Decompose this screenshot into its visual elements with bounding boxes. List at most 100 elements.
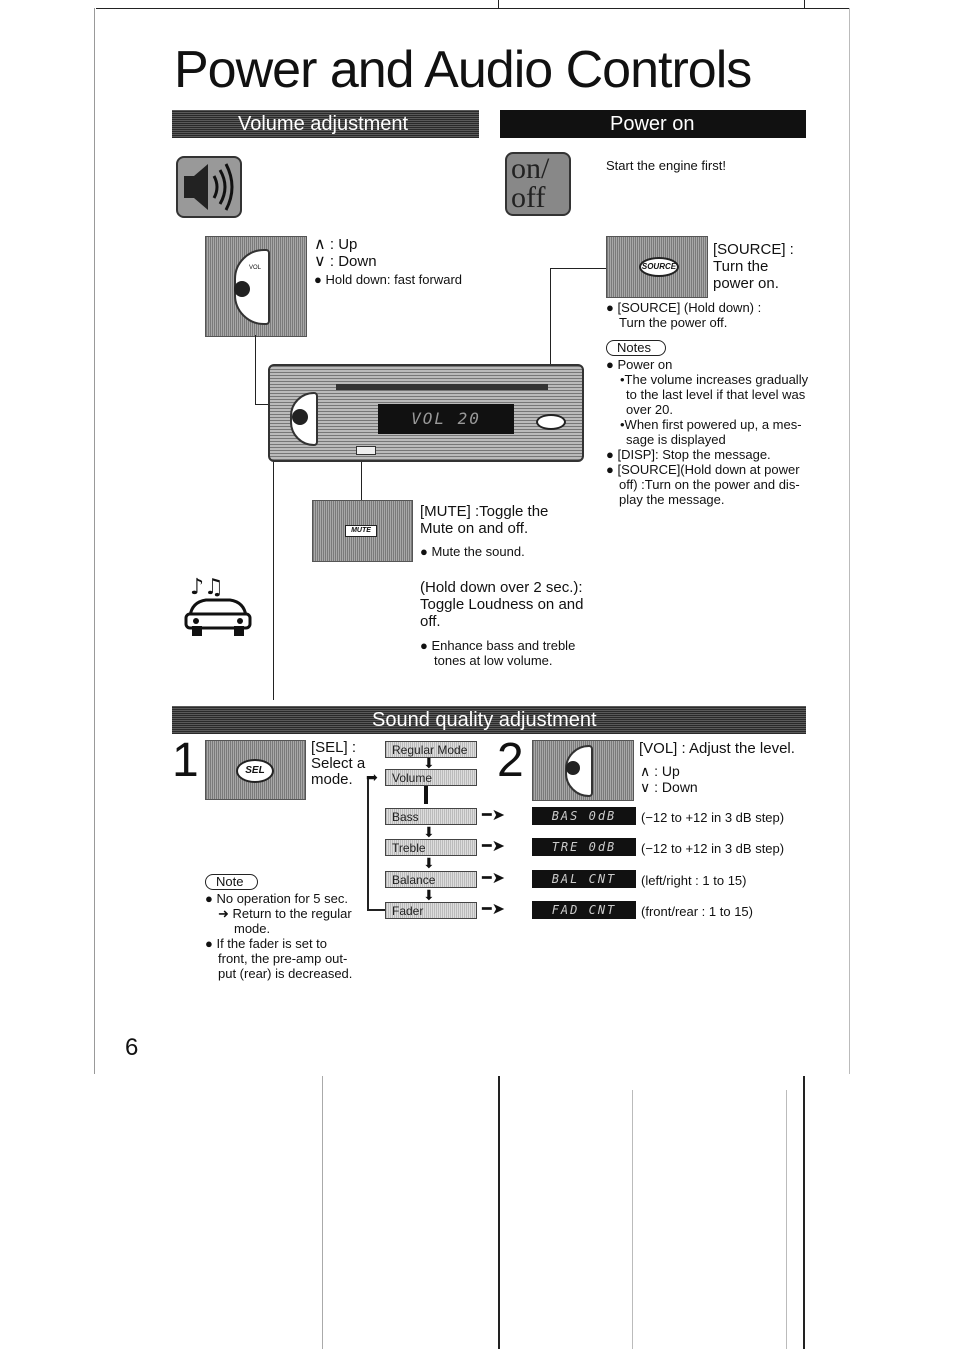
loudness-bullet-2: tones at low volume. <box>434 653 553 668</box>
range-balance: (left/right : 1 to 15) <box>641 873 747 888</box>
lcd-bass: BAS 0dB <box>532 807 636 825</box>
lcd-treble: TRE 0dB <box>532 838 636 856</box>
note-item: ● If the fader is set to <box>205 936 328 951</box>
vol-knob-dot <box>566 761 580 775</box>
power-header: Power on <box>500 110 806 138</box>
source-line-3: power on. <box>713 275 779 292</box>
notes-item-text: [DISP]: Stop the message. <box>617 447 771 462</box>
loop-line <box>367 909 385 911</box>
note-item: ● No operation for 5 sec. <box>205 891 348 906</box>
notes-item-text: [SOURCE](Hold down at power <box>617 462 800 477</box>
mode-bass: Bass <box>385 808 477 825</box>
power-header-text: Power on <box>610 113 695 135</box>
mode-volume: Volume <box>385 769 477 786</box>
mute-bullet: ● Mute the sound. <box>420 544 525 559</box>
range-fader: (front/rear : 1 to 15) <box>641 904 753 919</box>
sel-line-2: Select a <box>311 755 366 772</box>
on-off-icon: on/ off <box>505 152 571 216</box>
down-arrow-icon: ⬇ <box>423 887 435 903</box>
note-item: mode. <box>234 921 271 936</box>
volume-knob-dot <box>234 281 250 297</box>
lcd-balance: BAL CNT <box>532 870 636 888</box>
source-button[interactable]: SOURCE <box>639 257 679 277</box>
notes-item: to the last level if that level was <box>626 387 806 402</box>
sound-header: Sound quality adjustment <box>172 706 806 734</box>
note-item: ➜ Return to the regular <box>218 906 352 921</box>
cd-slot <box>336 384 548 390</box>
mode-treble: Treble <box>385 839 477 856</box>
notes-item: sage is displayed <box>626 432 726 447</box>
notes-item: ● [SOURCE](Hold down at power <box>606 462 800 477</box>
volume-header: Volume adjustment <box>172 110 479 138</box>
unit-source-button[interactable] <box>536 414 566 430</box>
mode-balance: Balance <box>385 871 477 888</box>
down-arrow-icon: ⬇ <box>423 755 435 771</box>
on-off-icon-text-2: off <box>511 181 546 214</box>
volume-knob-label: VOL <box>249 265 262 271</box>
down-arrow-icon: ⬇ <box>423 855 435 871</box>
loudness-line-1: (Hold down over 2 sec.): <box>420 579 583 596</box>
vol-down-row: ∨ : Down <box>640 780 698 795</box>
notes-item: •The volume increases gradually <box>620 372 809 387</box>
notes-item: ● Power on <box>606 357 673 372</box>
range-treble: (−12 to +12 in 3 dB step) <box>641 841 785 856</box>
note-item-text: If the fader is set to <box>216 936 328 951</box>
down-arrow-icon <box>424 786 428 804</box>
right-arrow-icon: ━➤ <box>482 838 506 855</box>
unit-mute-button[interactable] <box>356 446 376 455</box>
vol-adjust-text: [VOL] : Adjust the level. <box>639 740 795 757</box>
source-hold-2: Turn the power off. <box>619 315 728 330</box>
page-number: 6 <box>125 1034 139 1061</box>
mute-line-1: [MUTE] :Toggle the <box>420 503 549 520</box>
sel-button-panel: SEL <box>205 740 306 800</box>
note-list: ● No operation for 5 sec. ➜ Return to th… <box>205 891 370 981</box>
down-arrow-icon: ⬇ <box>423 824 435 840</box>
right-arrow-icon: ━➤ <box>482 870 506 887</box>
notes-item: play the message. <box>619 492 725 507</box>
note-item: front, the pre-amp out- <box>218 951 348 966</box>
source-button-panel: SOURCE <box>606 236 708 298</box>
note-item: put (rear) is decreased. <box>218 966 353 981</box>
right-arrow-icon: ━➤ <box>482 807 506 824</box>
notes-item: over 20. <box>626 402 673 417</box>
vol-down-text: : Down <box>654 779 698 795</box>
notes-item: off) :Turn on the power and dis- <box>619 477 800 492</box>
note-badge: Note <box>205 874 259 890</box>
loop-line <box>367 779 369 910</box>
note-item-text: No operation for 5 sec. <box>216 891 348 906</box>
on-off-icon-text-1: on/ <box>511 152 550 185</box>
volume-up-text: : Up <box>329 236 358 253</box>
notes-list: ● Power on •The volume increases gradual… <box>606 357 821 507</box>
speaker-icon <box>176 156 242 218</box>
mute-bullet-text: Mute the sound. <box>431 544 525 559</box>
source-line-2: Turn the <box>713 258 769 275</box>
loudness-bullet-1: ● Enhance bass and treble <box>420 638 576 653</box>
down-arrow-icon: ∨ <box>640 779 651 795</box>
notes-badge: Notes <box>606 340 666 356</box>
mode-fader: Fader <box>385 902 477 919</box>
lcd-fader: FAD CNT <box>532 901 636 919</box>
sound-header-text: Sound quality adjustment <box>372 709 597 731</box>
down-arrow-icon: ∨ <box>314 253 326 270</box>
loudness-line-3: off. <box>420 613 441 630</box>
mute-button[interactable]: MUTE <box>345 525 377 537</box>
car-music-icon: ♪♫ <box>182 566 256 638</box>
sel-line-1: [SEL] : <box>311 739 357 756</box>
svg-text:♪♫: ♪♫ <box>190 575 224 600</box>
unit-display: VOL 20 <box>378 404 514 434</box>
mode-regular: Regular Mode <box>385 741 477 758</box>
notes-item-text: Power on <box>617 357 673 372</box>
notes-item: ● [DISP]: Stop the message. <box>606 447 771 462</box>
volume-down-text: : Down <box>329 253 377 270</box>
sel-button[interactable]: SEL <box>236 759 274 783</box>
source-hold-1: ● [SOURCE] (Hold down) : <box>606 300 762 315</box>
step-1-number: 1 <box>172 734 199 787</box>
notes-item: •When first powered up, a mes- <box>620 417 802 432</box>
vol-up-row: ∧ : Up <box>640 764 680 779</box>
connector-line <box>550 268 606 269</box>
mute-line-2: Mute on and off. <box>420 520 529 537</box>
connector-line <box>550 268 551 418</box>
connector-line <box>361 448 362 500</box>
mute-button-panel: MUTE <box>312 500 413 562</box>
right-arrow-icon: ━➤ <box>482 901 506 918</box>
